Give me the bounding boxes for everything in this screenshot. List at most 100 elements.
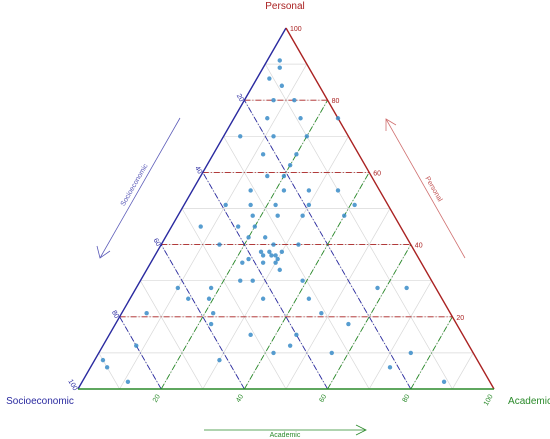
tick-label-academic: 20	[152, 393, 162, 403]
data-point	[248, 188, 253, 193]
tick-label-academic: 100	[483, 393, 495, 407]
socioeconomic-arrow-label: Socioeconomic	[120, 163, 150, 208]
data-point	[387, 365, 393, 370]
data-point	[375, 285, 380, 291]
data-point	[408, 350, 413, 356]
data-point	[306, 202, 312, 208]
data-point	[287, 162, 293, 168]
data-point	[125, 379, 131, 384]
data-point	[300, 278, 305, 283]
data-point	[223, 202, 228, 208]
data-point	[335, 116, 341, 121]
data-point	[275, 213, 280, 218]
data-point	[208, 321, 214, 327]
data-point	[277, 267, 282, 273]
tick-label-personal: 40	[415, 243, 423, 250]
data-point	[346, 321, 351, 327]
data-point	[250, 278, 255, 283]
data-point	[404, 285, 409, 291]
data-point	[294, 152, 299, 157]
data-point	[240, 260, 245, 265]
grid-line-academic	[119, 63, 308, 390]
socioeconomic-direction-arrow: Socioeconomic	[96, 117, 181, 259]
tick-label-socioeconomic: 100	[66, 378, 78, 392]
data-point	[279, 83, 285, 88]
data-point	[306, 188, 312, 193]
data-point	[352, 202, 357, 208]
data-point	[294, 332, 299, 338]
data-point	[211, 310, 216, 316]
data-point	[298, 116, 303, 121]
tick-label-socioeconomic: 60	[152, 237, 162, 247]
data-point	[279, 249, 285, 255]
academic-direction-arrow: Academic	[204, 424, 367, 439]
data-point	[277, 65, 282, 70]
data-point	[277, 58, 282, 63]
data-point	[292, 98, 297, 103]
data-point	[281, 188, 287, 193]
tick-label-socioeconomic: 80	[110, 310, 120, 320]
grid-line-socioeconomic	[181, 208, 287, 390]
guide-line-academic	[327, 244, 412, 390]
data-point	[104, 365, 110, 370]
data-point	[271, 98, 276, 103]
data-point	[304, 134, 309, 139]
data-point	[144, 310, 149, 316]
guide-line-socioeconomic	[119, 316, 162, 390]
data-point	[208, 285, 214, 291]
grid-layer	[98, 63, 474, 390]
tick-label-academic: 60	[318, 393, 328, 403]
guide-line-socioeconomic	[160, 244, 245, 390]
data-point	[248, 332, 253, 338]
data-point	[198, 224, 203, 229]
socioeconomic-axis-title: Socioeconomic	[6, 396, 74, 407]
grid-line-socioeconomic	[264, 63, 453, 390]
data-point	[273, 260, 278, 265]
tick-label-personal: 80	[332, 98, 340, 105]
tick-label-academic: 80	[402, 393, 412, 403]
data-point	[134, 343, 139, 348]
data-point	[260, 152, 266, 157]
data-point	[238, 134, 243, 139]
guide-layer	[119, 99, 453, 390]
data-point	[246, 235, 251, 240]
data-point	[100, 357, 106, 363]
data-point	[260, 253, 266, 258]
frame-layer	[77, 27, 495, 390]
point-layer	[100, 58, 447, 384]
tick-label-personal: 100	[290, 26, 302, 33]
data-point	[238, 278, 243, 283]
data-point	[441, 379, 447, 384]
tick-label-personal: 20	[456, 315, 464, 322]
personal-axis-line	[285, 27, 495, 390]
data-point	[265, 116, 270, 121]
guide-line-academic	[410, 316, 453, 390]
grid-line-academic	[452, 352, 474, 390]
data-point	[260, 260, 266, 265]
grid-line-socioeconomic	[140, 280, 204, 390]
data-point	[217, 357, 222, 363]
personal-axis-title: Personal	[265, 1, 304, 12]
data-point	[246, 256, 251, 262]
data-point	[175, 285, 181, 291]
data-point	[265, 173, 270, 179]
data-point	[319, 310, 324, 316]
data-point	[281, 173, 287, 179]
data-point	[250, 213, 255, 218]
data-point	[287, 343, 293, 348]
data-point	[306, 296, 312, 301]
data-point	[271, 134, 276, 139]
personal-direction-arrow: Personal	[385, 118, 466, 259]
grid-line-socioeconomic	[223, 136, 370, 390]
tick-label-academic: 40	[235, 393, 245, 403]
data-point	[186, 296, 191, 301]
data-point	[273, 253, 278, 258]
data-point	[248, 202, 253, 208]
data-point	[258, 249, 264, 255]
data-point	[273, 202, 278, 208]
data-point	[252, 224, 257, 229]
guide-line-academic	[244, 172, 370, 390]
data-point	[235, 224, 241, 229]
